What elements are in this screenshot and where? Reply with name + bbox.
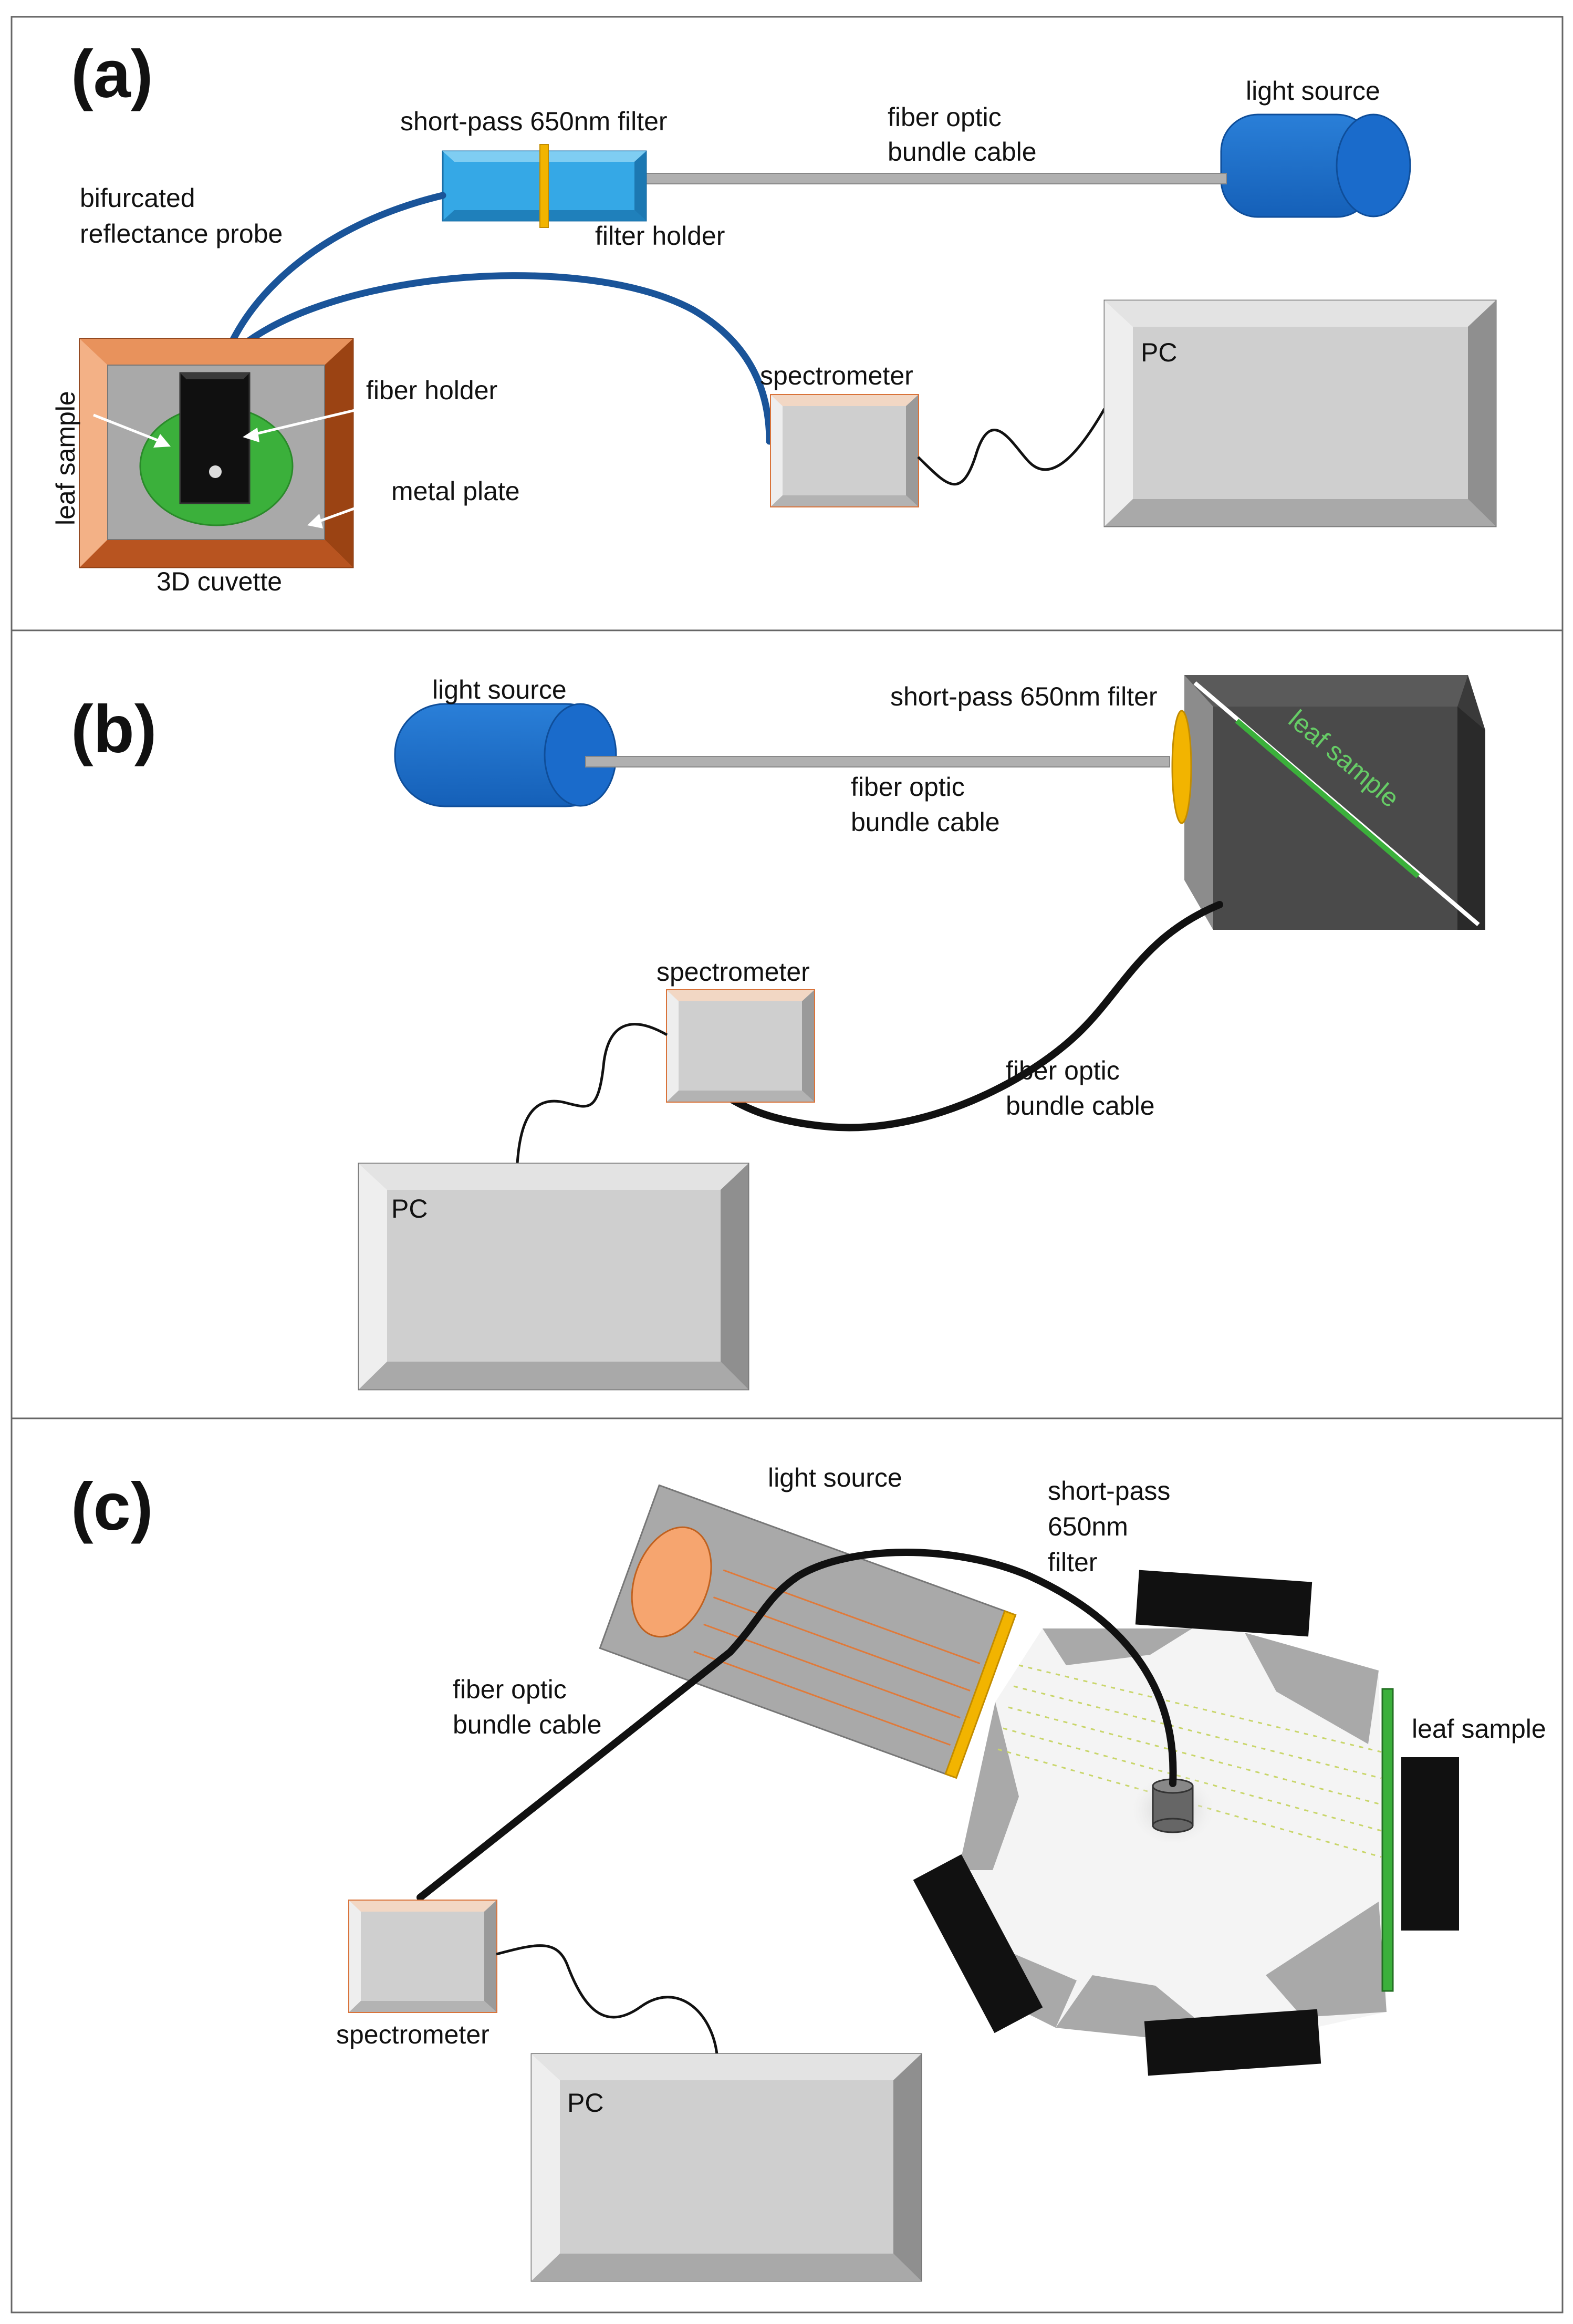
panel-b-pc [358,1163,749,1391]
panel-a-gray-cable [643,173,1227,184]
panel-a-arrow-fiber-holder-head [243,428,259,442]
panel-a-filter-holder-label: filter holder [595,221,725,251]
panel-c-spectrometer-label: spectrometer [336,2020,489,2049]
panel-a-pc [1103,299,1497,527]
panel-b-usb-cable [516,1023,668,1164]
panel-a-arrow-leaf-head [153,434,171,448]
panel-a-arrow-metal-plate [315,495,388,524]
panel-a-filter [539,144,549,228]
panel-b-fiber-optic-b-label-1: fiber optic [1006,1056,1120,1085]
panel-c-light-source [599,1484,1017,1779]
panel-a-short-pass-label: short-pass 650nm filter [400,107,668,136]
panel-b-short-pass-label: short-pass 650nm filter [890,682,1158,711]
panel-b-fiber-optic-label-2: bundle cable [851,807,1000,837]
panel-a-bifurcated-label-2: reflectance probe [80,219,283,248]
panel-b-pc-label: PC [391,1194,428,1223]
panel-c-pc-label: PC [567,2088,603,2118]
figure-border [11,16,1564,2313]
panel-b-fiber-optic-label-1: fiber optic [851,772,965,802]
panel-b-spectrometer [666,989,815,1103]
panel-b-light-source [394,703,617,807]
panel-a-arrow-leaf [93,413,163,444]
panel-b-label: (b) [71,692,157,767]
panel-a-spectrometer [770,394,919,507]
panel-c: (c) leaf sample [71,1463,1546,2282]
panel-c-sphere-port-right [1401,1757,1459,1931]
panel-a-arrow-fiber-holder [251,407,362,437]
panel-b: (b) light source fiber optic bundle cabl… [71,675,1485,1391]
panel-c-sphere-port-top [1135,1570,1312,1637]
panel-c-short-pass-label-1: short-pass [1048,1476,1170,1506]
panel-a-leaf-sample-label: leaf sample [51,391,80,525]
panel-c-light-source-label: light source [768,1463,902,1492]
panel-a-light-source-label: light source [1246,76,1380,106]
panel-a-light-source [1220,113,1411,218]
panel-a-fiber-holder-label: fiber holder [366,376,497,405]
panel-c-usb-cable [496,1944,718,2055]
panel-c-pc [530,2053,922,2282]
panel-c-fiber-optic-label-1: fiber optic [453,1675,567,1704]
panel-c-label: (c) [71,1469,153,1544]
panel-b-spectrometer-label: spectrometer [657,957,810,987]
panel-a-fiber-optic-label-1: fiber optic [888,102,1002,132]
panel-a-fiber-holder [179,372,251,504]
panel-c-leaf-sample [1381,1688,1394,1992]
panel-c-sphere-port-bottom [1144,2009,1321,2076]
panel-a-bifurcated-label-1: bifurcated [80,183,195,213]
panel-a-label: (a) [71,37,153,112]
panel-b-light-source-label: light source [432,675,567,704]
panel-c-sphere-port-left [913,1854,1043,2034]
panel-c-detector [1152,1778,1194,1833]
panel-b-gray-cable [585,756,1170,767]
panel-a-usb-cable [917,408,1106,486]
panel-a-pc-label: PC [1141,338,1177,367]
panel-a-cuvette-label: 3D cuvette [157,567,282,596]
panel-b-fiber-cable [721,901,1223,1132]
panel-c-short-pass-label-2: 650nm [1048,1512,1128,1541]
panel-c-short-pass-label-3: filter [1048,1548,1097,1577]
panel-a: (a) light source fiber optic bundle cabl… [51,37,1497,596]
panel-c-leaf-sample-label: leaf sample [1412,1714,1546,1744]
panel-c-fiber-cable [416,1549,1177,1901]
panel-a-metal-plate-label: metal plate [391,476,520,506]
panel-c-spectrometer [348,1900,497,2013]
panel-b-fiber-optic-b-label-2: bundle cable [1006,1091,1155,1120]
panel-a-spectrometer-label: spectrometer [760,361,913,390]
panel-c-fiber-optic-label-2: bundle cable [453,1710,602,1739]
panel-a-fiber-optic-label-2: bundle cable [888,137,1037,167]
panel-a-probe-cable-lower [216,272,773,445]
panel-b-filter [1171,710,1192,824]
panel-a-arrow-metal-plate-head [307,514,323,528]
panel-b-leaf-strip [1235,719,1420,878]
